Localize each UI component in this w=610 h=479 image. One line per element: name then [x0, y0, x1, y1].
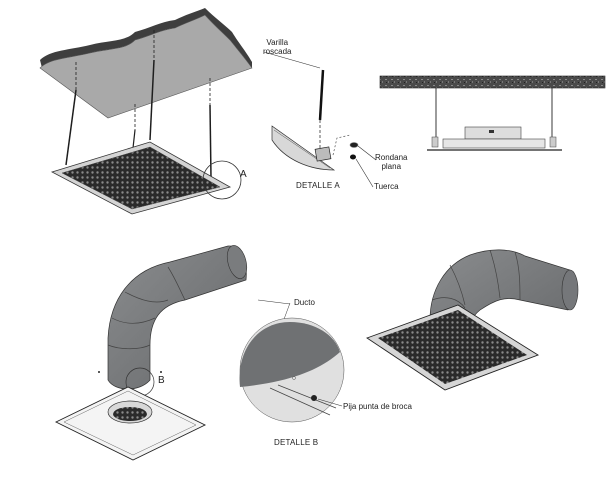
detail-b-callout-marker: B	[158, 375, 165, 386]
flat-washer-label: Rondana plana	[375, 153, 407, 171]
threaded-rods	[65, 30, 212, 179]
detail-a-marker-circle	[202, 160, 242, 200]
threaded-rod-label-line2: roscada	[263, 47, 292, 56]
detail-b-title: DETALLE B	[274, 438, 319, 447]
detail-a-view	[263, 51, 377, 188]
self-drilling-screw	[311, 395, 317, 401]
duct-label: Ducto	[294, 298, 315, 307]
flat-washer	[349, 142, 359, 148]
duct-exploded-view	[54, 245, 248, 461]
detail-b-view	[239, 299, 345, 423]
diffuser-assembled-grille	[378, 310, 527, 384]
side-elevation-view	[379, 75, 606, 151]
detail-a-callout-marker: A	[240, 169, 247, 180]
diffuser-grille	[61, 146, 221, 210]
flat-washer-label-line2: plana	[381, 162, 402, 171]
threaded-rod-label-line1: Varilla	[266, 38, 289, 47]
plenum-panel	[54, 386, 207, 461]
duct-section-detail	[239, 322, 340, 387]
nut	[350, 154, 356, 160]
ceiling-slab-section	[379, 75, 606, 89]
nut-label: Tuerca	[374, 182, 399, 191]
elbow-duct	[107, 245, 247, 390]
threaded-rod-label: Varilla roscada	[263, 38, 291, 56]
threaded-rod-detail	[318, 69, 325, 121]
detail-a-title: DETALLE A	[296, 181, 340, 190]
duct-assembled-view	[366, 249, 579, 391]
hanger-bracket	[314, 146, 332, 162]
flat-washer-label-line1: Rondana	[375, 153, 408, 162]
isometric-suspension-view	[39, 8, 253, 215]
self-drilling-screw-label: Pija punta de broca	[343, 402, 412, 411]
ceiling-slab	[39, 14, 253, 119]
